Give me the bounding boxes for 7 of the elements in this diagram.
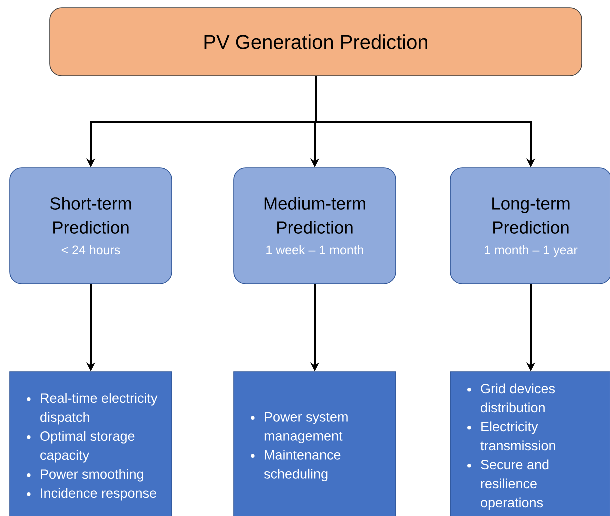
category-box: Long-term Prediction 1 month – 1 year — [450, 168, 610, 284]
category-box: Medium-term Prediction 1 week – 1 month — [234, 168, 396, 284]
bullet-list-box: Real-time electricity dispatch Optimal storage capacity Power smoothing Incidence response — [10, 372, 172, 516]
category-box: Short-term Prediction < 24 hours — [10, 168, 172, 284]
bullet-list-box: Power system management Maintenance scheduling — [234, 372, 396, 516]
bullet-list-box: Grid devices distribution Electricity transmission Secure and resilience operations — [450, 372, 610, 516]
title-box: PV Generation Prediction — [50, 8, 582, 76]
